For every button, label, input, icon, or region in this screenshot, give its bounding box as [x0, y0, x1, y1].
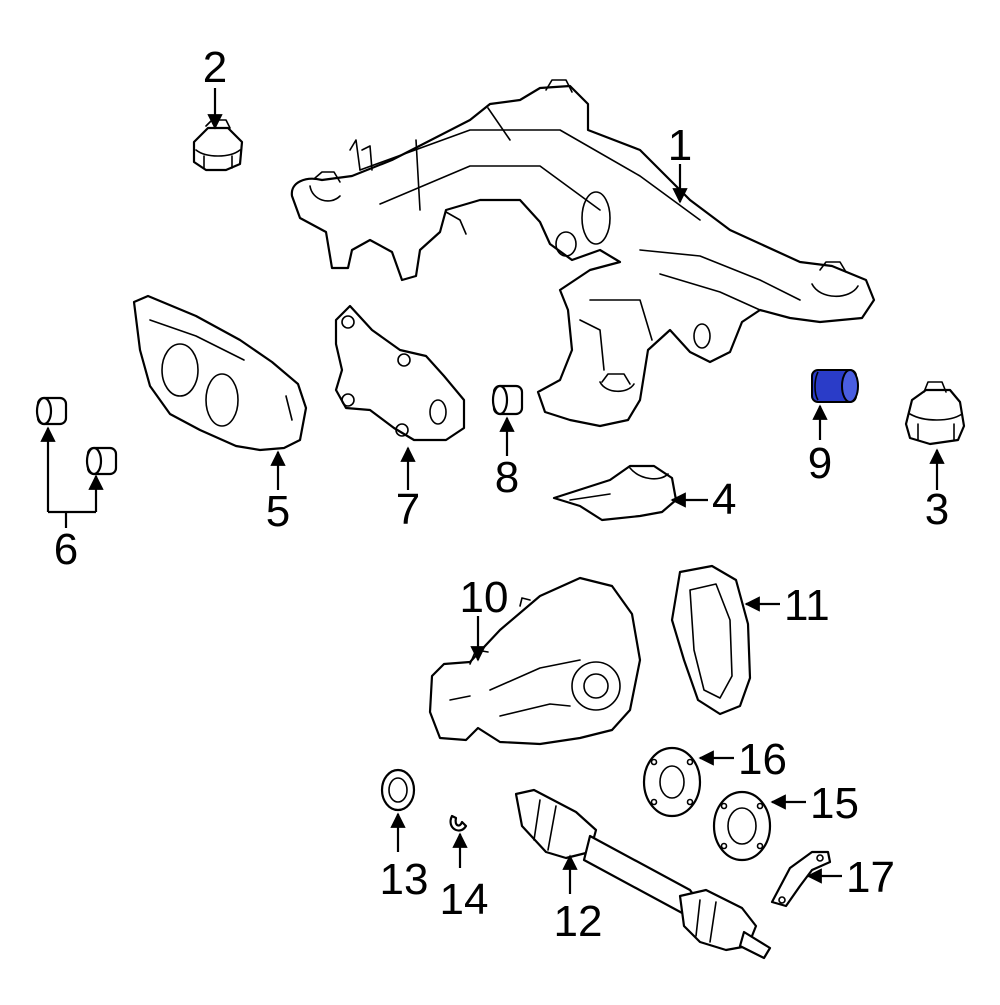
part-11-cover[interactable]	[670, 564, 752, 716]
callout-10: 10	[460, 573, 509, 622]
callout-8: 8	[495, 453, 519, 502]
callout-2: 2	[203, 43, 227, 92]
callout-11: 11	[784, 581, 830, 630]
callout-3: 3	[925, 485, 949, 534]
callout-12: 12	[554, 897, 603, 946]
part-13-seal[interactable]	[380, 768, 416, 812]
callout-13: 13	[380, 855, 429, 904]
callout-6: 6	[54, 525, 78, 574]
leader-lines	[40, 88, 945, 894]
callout-1: 1	[668, 121, 692, 170]
part-5-shield[interactable]	[132, 294, 308, 452]
part-10-differential[interactable]	[428, 576, 642, 746]
part-15-flange[interactable]	[712, 790, 772, 862]
callout-4: 4	[712, 475, 736, 524]
part-14-clip[interactable]	[449, 814, 468, 832]
callout-17: 17	[846, 853, 895, 902]
part-6-bushings[interactable]	[35, 396, 118, 476]
part-4-bracket[interactable]	[552, 464, 678, 522]
part-8-bushing[interactable]	[491, 384, 524, 416]
part-3-mount[interactable]	[904, 381, 966, 446]
part-7-bracket[interactable]	[334, 304, 466, 442]
callout-5: 5	[266, 487, 290, 536]
part-1-subframe[interactable]	[290, 79, 876, 428]
callout-14: 14	[440, 875, 489, 924]
part-17-bracket[interactable]	[770, 850, 832, 908]
callout-labels: 1 2 3 4 5 6 7 8 9 10 11 12 13 14 15 16 1…	[54, 43, 949, 946]
part-16-flange[interactable]	[642, 746, 702, 818]
part-9-bushing-highlighted[interactable]	[811, 369, 859, 403]
callout-16: 16	[738, 735, 787, 784]
part-2-mount[interactable]	[192, 119, 244, 172]
callout-9: 9	[808, 439, 832, 488]
callout-15: 15	[810, 779, 859, 828]
callout-7: 7	[396, 485, 420, 534]
part-12-driveshaft[interactable]	[514, 788, 772, 960]
